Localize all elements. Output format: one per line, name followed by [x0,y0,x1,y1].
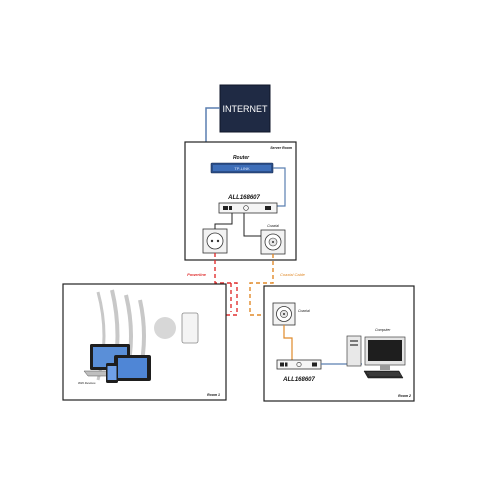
wifi-devices-label: WiFi Devices [78,381,96,385]
room2-coax-adapter-link [283,325,293,360]
router-icon: TP-LINK [210,162,274,174]
room-1: Room 1 WiFi Devices [62,283,227,401]
powerline-wifi-adapter [181,312,199,344]
desktop-computer-icon [346,335,406,379]
server-coaxial-label: Coaxial [267,224,279,228]
coaxial-socket-icon [260,229,286,255]
coaxial-cable-label: Coaxial Cable [280,272,306,277]
router-adapter-link [273,167,286,207]
powerline-label: Powerline [187,272,207,277]
room2-coaxial-socket-icon [272,302,296,326]
room1-label: Room 1 [207,393,220,397]
server-adapter-device [218,202,278,214]
tablet-icon [114,355,151,381]
room-2: Room 2 Coaxial ALL168607 [263,285,415,402]
adapter-outlet-link [214,213,233,229]
power-outlet-icon [202,228,228,254]
router-title: Router [233,155,250,161]
internet-box: INTERNET [219,84,271,133]
adapter-coax-link [243,213,261,237]
phone-icon [106,363,118,383]
room2-coaxial-label: Coaxial [298,309,310,313]
room2-label: Room 2 [398,394,411,398]
coaxial-cable-link [249,254,283,316]
computer-label: Computer [375,328,391,332]
room2-adapter-device [276,359,322,370]
server-room-label: Server Room [270,146,292,150]
powerline-wifi-disc [154,317,176,339]
room2-device-model: ALL168607 [282,377,315,383]
powerline-link [199,253,238,316]
server-room: Server Room Router TP-LINK ALL168607 [184,141,297,261]
internet-label: INTERNET [223,104,269,114]
router-display-text: TP-LINK [234,166,250,171]
server-device-model: ALL168607 [227,195,260,201]
